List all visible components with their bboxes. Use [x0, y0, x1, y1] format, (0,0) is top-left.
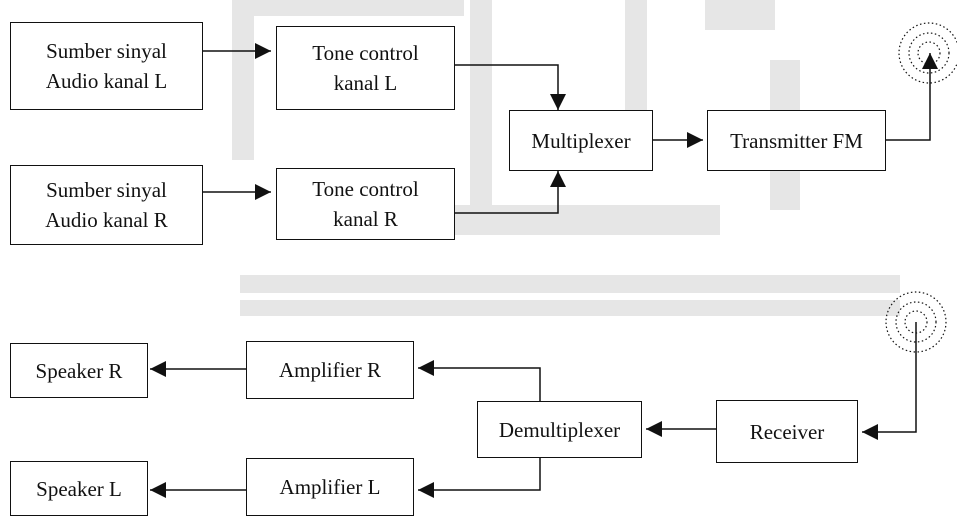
source-l-label: Sumber sinyal Audio kanal L: [45, 39, 168, 93]
source-r-block: Sumber sinyal Audio kanal R: [10, 165, 203, 245]
wire-antenna-to-receiver: [862, 322, 917, 440]
source-r-label: Sumber sinyal Audio kanal R: [45, 178, 168, 232]
wire-tone-r-to-mux: [455, 171, 566, 214]
wire-demux-to-amp-r: [418, 360, 541, 401]
receiver-label: Receiver: [749, 419, 825, 444]
receiver-block: Receiver: [716, 400, 858, 463]
multiplexer-block: Multiplexer: [509, 110, 653, 171]
speaker-r-label: Speaker R: [35, 358, 123, 383]
amp-r-label: Amplifier R: [278, 358, 382, 382]
source-l-block: Sumber sinyal Audio kanal L: [10, 22, 203, 110]
transmitter-label: Transmitter FM: [730, 128, 863, 153]
wire-demux-to-amp-l: [418, 458, 541, 498]
tone-r-block: Tone control kanal R: [276, 168, 455, 240]
speaker-l-label: Speaker L: [36, 476, 122, 501]
tone-l-label: Tone control kanal L: [312, 41, 419, 95]
antenna-tx-icon: [898, 22, 957, 84]
demultiplexer-label: Demultiplexer: [498, 417, 621, 442]
tone-r-label: Tone control kanal R: [312, 177, 419, 231]
antenna-rx-icon: [885, 291, 947, 353]
multiplexer-label: Multiplexer: [531, 128, 631, 153]
transmitter-block: Transmitter FM: [707, 110, 886, 171]
demultiplexer-block: Demultiplexer: [477, 401, 642, 458]
amp-l-block: Amplifier L: [246, 458, 414, 516]
amp-r-block: Amplifier R: [246, 341, 414, 399]
amp-l-label: Amplifier L: [279, 475, 381, 499]
speaker-r-block: Speaker R: [10, 343, 148, 398]
tone-l-block: Tone control kanal L: [276, 26, 455, 110]
speaker-l-block: Speaker L: [10, 461, 148, 516]
wire-transmitter-to-antenna: [886, 53, 938, 141]
wire-tone-l-to-mux: [455, 64, 566, 110]
